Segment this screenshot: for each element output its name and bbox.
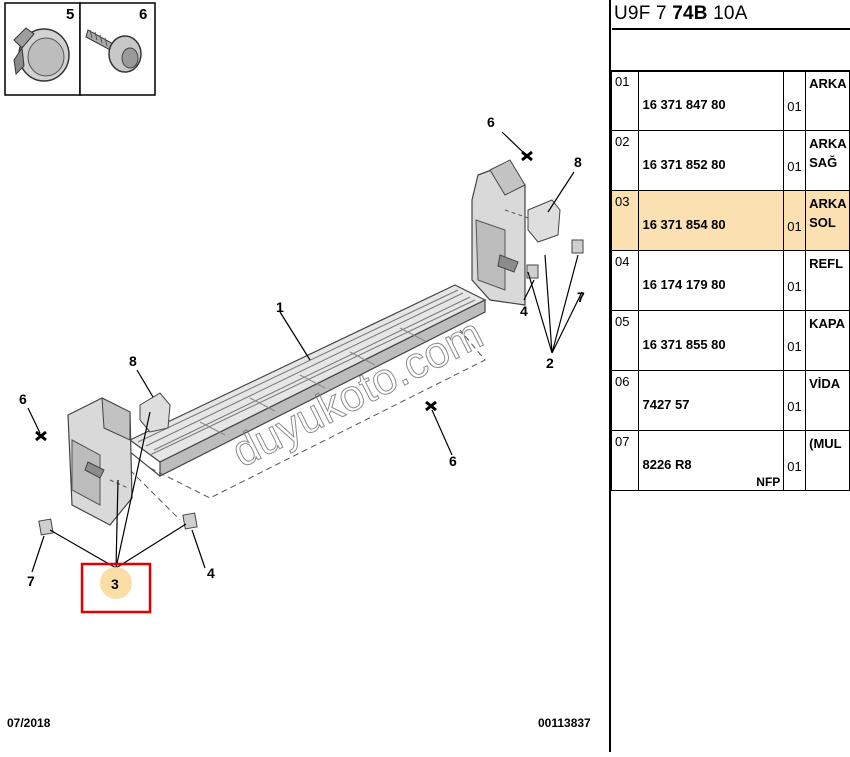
exploded-parts-diagram: 5 6 (4, 2, 591, 730)
quantity-cell: 01 (783, 370, 807, 431)
step-beam-part-1 (128, 284, 487, 521)
description-line: VİDA (809, 376, 841, 391)
quantity: 01 (787, 99, 802, 114)
part-note: NFP (756, 475, 781, 489)
description-cell: KAPA (805, 310, 850, 371)
quantity: 01 (787, 459, 802, 474)
diagram-svg: 5 6 (4, 2, 591, 730)
quantity: 01 (787, 399, 802, 414)
quantity-cell: 01 (783, 310, 807, 371)
description-line: KAPA (809, 316, 845, 331)
callout-2: 2 (546, 355, 554, 371)
ref-suffix: 10A (707, 3, 748, 24)
quantity-cell: 01 (783, 430, 807, 491)
inset-part-6: 6 (79, 2, 156, 96)
diagram-reference: U9F 7 74B 10A (614, 3, 748, 25)
position-number: 02 (610, 130, 640, 191)
ref-prefix: U9F 7 (614, 3, 673, 24)
callout-8-left: 8 (129, 353, 137, 369)
callout-7-right: 7 (577, 289, 585, 305)
part-reference[interactable]: 8226 R8 (642, 457, 692, 472)
description-cell: VİDA (805, 370, 850, 431)
description-line: ARKA (809, 76, 847, 91)
callout-4-left: 4 (207, 565, 215, 581)
description-line: ARKA (809, 196, 847, 211)
callout-8-right: 8 (574, 154, 582, 170)
highlight-box (80, 562, 152, 614)
part-reference[interactable]: 16 174 179 80 (642, 277, 726, 292)
part-reference-cell: 8226 R8 NFP (638, 430, 785, 491)
description-cell: (MUL (805, 430, 850, 491)
inset-part-5: 5 (4, 2, 81, 96)
description-cell: ARKA SAĞ (805, 130, 850, 191)
highlight-marker (100, 567, 132, 599)
position-number: 06 (610, 370, 640, 431)
description-line: SOL (809, 215, 836, 230)
quantity-cell: 01 (783, 190, 807, 251)
position-number: 01 (610, 70, 640, 131)
part-reference[interactable]: 16 371 847 80 (642, 97, 726, 112)
part-reference-cell: 16 174 179 80 (638, 250, 785, 311)
callout-3: 3 (111, 576, 119, 592)
description-line: SAĞ (809, 155, 838, 170)
leader-lines (27, 131, 583, 573)
small-parts (35, 150, 584, 536)
part-reference-cell: 7427 57 (638, 370, 785, 431)
part-reference-cell: 16 371 855 80 (638, 310, 785, 371)
callout-5: 5 (66, 6, 74, 23)
callout-4-right: 4 (520, 303, 528, 319)
part-reference[interactable]: 16 371 855 80 (642, 337, 726, 352)
position-number: 03 (610, 190, 640, 251)
callout-6-inset: 6 (139, 6, 147, 23)
position-number: 05 (610, 310, 640, 371)
description-line: ARKA (809, 136, 847, 151)
part-reference-cell: 16 371 852 80 (638, 130, 785, 191)
quantity: 01 (787, 159, 802, 174)
callout-6-left: 6 (19, 391, 27, 407)
footer-code: 00113837 (538, 716, 591, 730)
part-reference[interactable]: 16 371 852 80 (642, 157, 726, 172)
quantity: 01 (787, 219, 802, 234)
position-number: 04 (610, 250, 640, 311)
description-line: (MUL (809, 436, 842, 451)
part-reference-cell: 16 371 847 80 (638, 70, 785, 131)
quantity-cell: 01 (783, 250, 807, 311)
header-box (612, 28, 850, 72)
part-reference[interactable]: 7427 57 (642, 397, 690, 412)
description-cell: REFL (805, 250, 850, 311)
panel-divider (609, 0, 611, 752)
left-bracket-part-3 (67, 397, 133, 526)
right-bracket-part-2 (471, 159, 546, 306)
description-line: REFL (809, 256, 844, 271)
description-cell: ARKA SOL (805, 190, 850, 251)
callout-6-mid: 6 (449, 453, 457, 469)
quantity-cell: 01 (783, 70, 807, 131)
position-number: 07 (610, 430, 640, 491)
description-cell: ARKA (805, 70, 850, 131)
callout-1: 1 (276, 299, 284, 315)
quantity: 01 (787, 339, 802, 354)
ref-bold: 74B (672, 3, 708, 24)
callout-6-top: 6 (487, 114, 495, 130)
footer-date: 07/2018 (7, 716, 51, 730)
quantity: 01 (787, 279, 802, 294)
part-reference-cell: 16 371 854 80 (638, 190, 785, 251)
callout-7-left: 7 (27, 573, 35, 589)
quantity-cell: 01 (783, 130, 807, 191)
part-reference[interactable]: 16 371 854 80 (642, 217, 726, 232)
